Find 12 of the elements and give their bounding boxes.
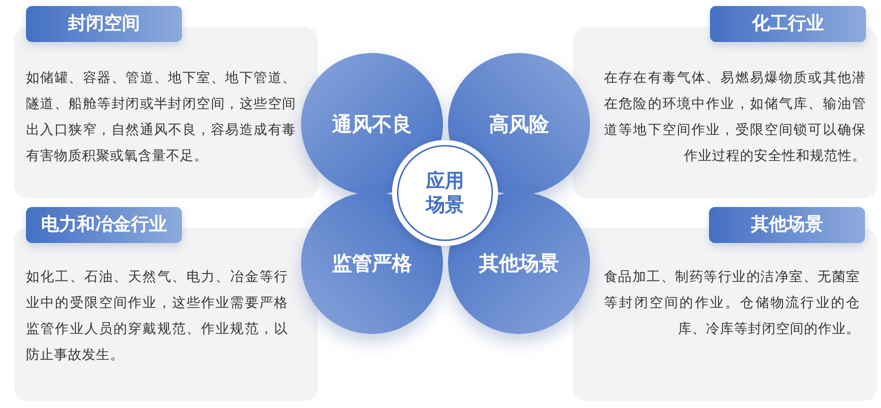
panel-text: 如储罐、容器、管道、地下室、地下管道、隧道、船舱等封闭或半封闭空间，这些空间出入口狭窄，自然通风不良，容易造成有毒有害物质积聚或氧含量不足。 <box>26 69 296 166</box>
heading-tab: 封闭空间 <box>26 6 182 42</box>
info-panel <box>14 6 318 198</box>
heading-tab: 其他场景 <box>709 207 865 243</box>
info-panel <box>573 6 877 198</box>
panel-text: 如化工、石油、天然气、电力、冶金等行业中的受限空间作业，这些作业需要严格监管作业人员的穿戴规范、作业规范，以防止事故发生。 <box>26 268 288 365</box>
panel-text: 食品加工、制药等行业的洁净室、无菌室等封闭空间的作业。仓储物流行业的仓库、冷库等封闭空间的作业。 <box>604 268 860 339</box>
heading-tab: 化工行业 <box>710 6 866 42</box>
panel-text: 在存在有毒气体、易燃易爆物质或其他潜在危险的环境中作业，如储气库、输油管道等地下空间作业，受限空间锁可以确保作业过程的安全性和规范性。 <box>604 69 866 166</box>
info-panel <box>573 207 877 401</box>
heading-tab: 电力和冶金行业 <box>26 207 182 243</box>
info-panel <box>14 207 318 401</box>
